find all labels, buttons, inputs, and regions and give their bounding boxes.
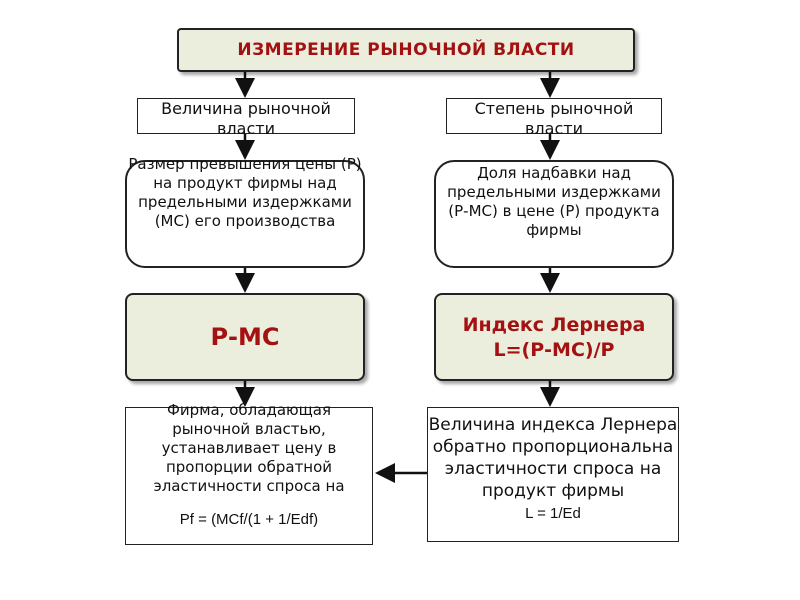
degree-definition: Доля надбавки над предельными издержками… <box>434 160 674 268</box>
market-power-degree-label: Степень рыночной власти <box>446 98 662 138</box>
elasticity-formula-overlay: L = 1/Ed <box>518 505 588 539</box>
diagram-title: ИЗМЕРЕНИЕ РЫНОЧНОЙ ВЛАСТИ <box>177 28 635 72</box>
pricing-conclusion: Фирма, обладающая рыночной властью, уста… <box>125 401 373 545</box>
lerner-elasticity-note: Величина индекса Лернера обратно пропорц… <box>427 407 679 542</box>
lerner-index-equation: L=(Р-МС)/Р <box>493 339 615 361</box>
price-formula: Pf = (MCf/(1 + 1/Edf) <box>179 511 319 528</box>
pricing-conclusion-text: Фирма, обладающая рыночной властью, уста… <box>153 401 345 495</box>
magnitude-definition: Размер превышения цены (Р) на продукт фи… <box>125 155 365 268</box>
price-minus-cost-formula: Р-МС <box>125 293 365 381</box>
market-power-magnitude-label: Величина рыночной власти <box>137 98 355 138</box>
magnitude-definition-text: Размер превышения цены (Р) на продукт фи… <box>128 155 362 230</box>
lerner-elasticity-text: Величина индекса Лернера обратно пропорц… <box>428 415 678 501</box>
lerner-index-title: Индекс Лернера <box>462 314 646 336</box>
lerner-index-formula: Индекс Лернера L=(Р-МС)/Р <box>434 293 674 381</box>
